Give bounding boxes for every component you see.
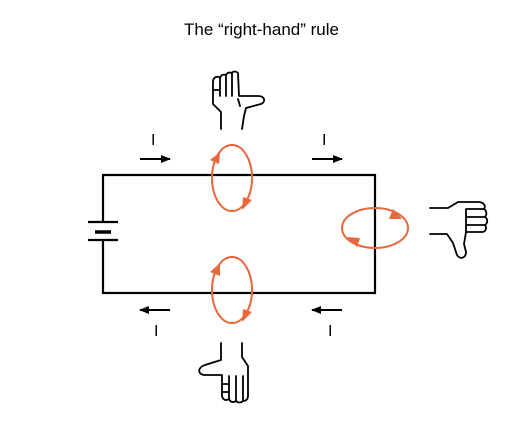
current-label-bottom-right: I — [328, 323, 332, 340]
circuit-wire — [101, 173, 377, 295]
current-label-bottom-left: I — [154, 323, 158, 340]
thumbs-up-hand-icon — [212, 70, 265, 130]
field-loop-right — [341, 207, 409, 249]
current-label-top-left: I — [151, 132, 155, 149]
field-loop-top — [210, 144, 253, 212]
thumbs-down-hand-icon — [198, 342, 249, 404]
thumb-right-hand-icon — [429, 201, 489, 259]
current-label-top-right: I — [322, 132, 326, 149]
diagram-title: The “right-hand” rule — [184, 20, 339, 39]
field-loop-bottom — [210, 256, 253, 324]
battery-icon — [88, 220, 118, 247]
